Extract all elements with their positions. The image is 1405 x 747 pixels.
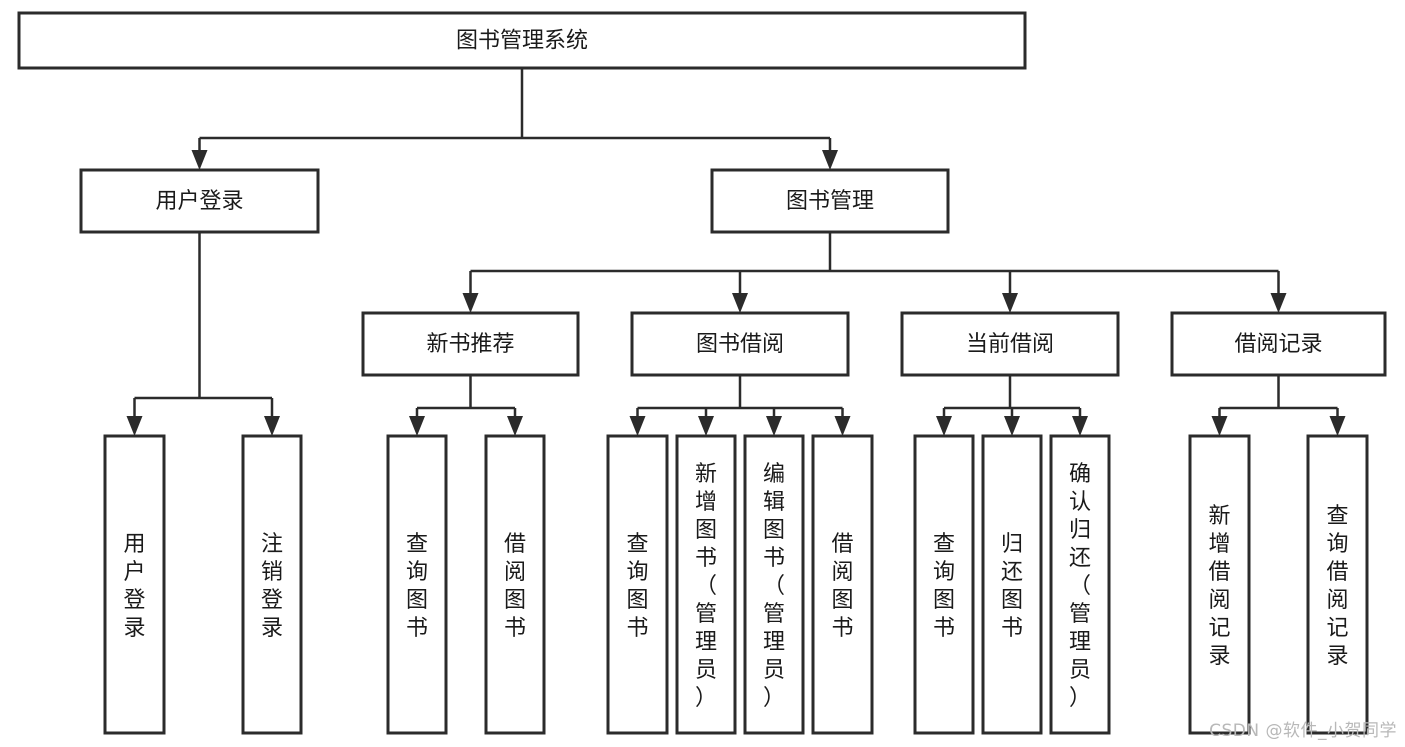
node-layer: 图书管理系统用户登录图书管理新书推荐图书借阅当前借阅借阅记录用户登录注销登录查询…: [17, 11, 1387, 735]
node-box[interactable]: [1049, 434, 1111, 735]
arrow-head-icon: [1002, 293, 1018, 313]
arrow-head-icon: [462, 293, 479, 313]
arrow-head-icon: [698, 416, 714, 436]
node-label: 用户登录: [123, 532, 145, 641]
node-label: 确认归还（管理员）: [1069, 462, 1091, 711]
node-leaf-11[interactable]: 新增借阅记录: [1188, 434, 1251, 735]
node-level3-1[interactable]: 图书借阅: [630, 311, 850, 377]
arrow-head-icon: [264, 416, 280, 436]
node-label: 查询图书: [626, 532, 648, 641]
node-level3-2[interactable]: 当前借阅: [900, 311, 1120, 377]
node-label: 查询借阅记录: [1326, 504, 1348, 669]
node-box[interactable]: [710, 168, 950, 234]
node-box[interactable]: [675, 434, 737, 735]
node-leaf-6[interactable]: 编辑图书（管理员）: [743, 434, 805, 735]
node-box[interactable]: [900, 311, 1120, 377]
node-leaf-8[interactable]: 查询图书: [913, 434, 975, 735]
node-leaf-0[interactable]: 用户登录: [103, 434, 166, 735]
connector-layer: [126, 68, 1346, 436]
node-leaf-1[interactable]: 注销登录: [241, 434, 303, 735]
node-leaf-5[interactable]: 新增图书（管理员）: [675, 434, 737, 735]
node-leaf-7[interactable]: 借阅图书: [811, 434, 874, 735]
arrow-head-icon: [191, 150, 208, 170]
arrow-head-icon: [1004, 416, 1020, 436]
node-box[interactable]: [913, 434, 975, 735]
node-label: 图书管理: [786, 189, 874, 214]
node-label: 编辑图书（管理员）: [763, 462, 785, 711]
node-box[interactable]: [1306, 434, 1369, 735]
node-label: 查询图书: [406, 532, 428, 641]
node-box[interactable]: [79, 168, 320, 234]
node-box[interactable]: [743, 434, 805, 735]
arrow-head-icon: [1329, 416, 1346, 436]
node-label: 借阅图书: [831, 532, 853, 641]
node-leaf-10[interactable]: 确认归还（管理员）: [1049, 434, 1111, 735]
arrow-head-icon: [507, 416, 523, 436]
node-box[interactable]: [386, 434, 448, 735]
node-box[interactable]: [1170, 311, 1387, 377]
arrow-head-icon: [1072, 416, 1088, 436]
node-box[interactable]: [17, 11, 1027, 70]
node-label: 归还图书: [1001, 532, 1023, 641]
node-label: 用户登录: [155, 189, 243, 214]
node-label: 借阅图书: [504, 532, 526, 641]
arrow-head-icon: [1270, 293, 1287, 313]
node-level3-3[interactable]: 借阅记录: [1170, 311, 1387, 377]
node-level2-0[interactable]: 用户登录: [79, 168, 320, 234]
node-leaf-12[interactable]: 查询借阅记录: [1306, 434, 1369, 735]
node-root[interactable]: 图书管理系统: [17, 11, 1027, 70]
node-label: 新书推荐: [426, 332, 514, 357]
node-leaf-9[interactable]: 归还图书: [981, 434, 1043, 735]
node-box[interactable]: [630, 311, 850, 377]
node-label: 借阅记录: [1234, 332, 1322, 357]
arrow-head-icon: [834, 416, 851, 436]
node-label: 新增借阅记录: [1208, 504, 1230, 669]
node-box[interactable]: [484, 434, 546, 735]
node-box[interactable]: [606, 434, 669, 735]
arrow-head-icon: [629, 416, 646, 436]
node-label: 当前借阅: [966, 332, 1054, 357]
node-label: 查询图书: [933, 532, 955, 641]
node-box[interactable]: [811, 434, 874, 735]
node-level2-1[interactable]: 图书管理: [710, 168, 950, 234]
node-level3-0[interactable]: 新书推荐: [361, 311, 580, 377]
node-label: 新增图书（管理员）: [695, 462, 717, 711]
node-label: 注销登录: [261, 532, 283, 641]
arrow-head-icon: [409, 416, 425, 436]
node-label: 图书借阅: [696, 332, 784, 357]
arrow-head-icon: [766, 416, 782, 436]
node-box[interactable]: [241, 434, 303, 735]
arrow-head-icon: [822, 150, 838, 170]
node-box[interactable]: [1188, 434, 1251, 735]
node-leaf-4[interactable]: 查询图书: [606, 434, 669, 735]
node-leaf-2[interactable]: 查询图书: [386, 434, 448, 735]
arrow-head-icon: [732, 293, 748, 313]
arrow-head-icon: [936, 416, 952, 436]
arrow-head-icon: [1211, 416, 1228, 436]
node-leaf-3[interactable]: 借阅图书: [484, 434, 546, 735]
node-box[interactable]: [103, 434, 166, 735]
node-box[interactable]: [981, 434, 1043, 735]
node-box[interactable]: [361, 311, 580, 377]
arrow-head-icon: [126, 416, 143, 436]
node-label: 图书管理系统: [456, 29, 588, 54]
